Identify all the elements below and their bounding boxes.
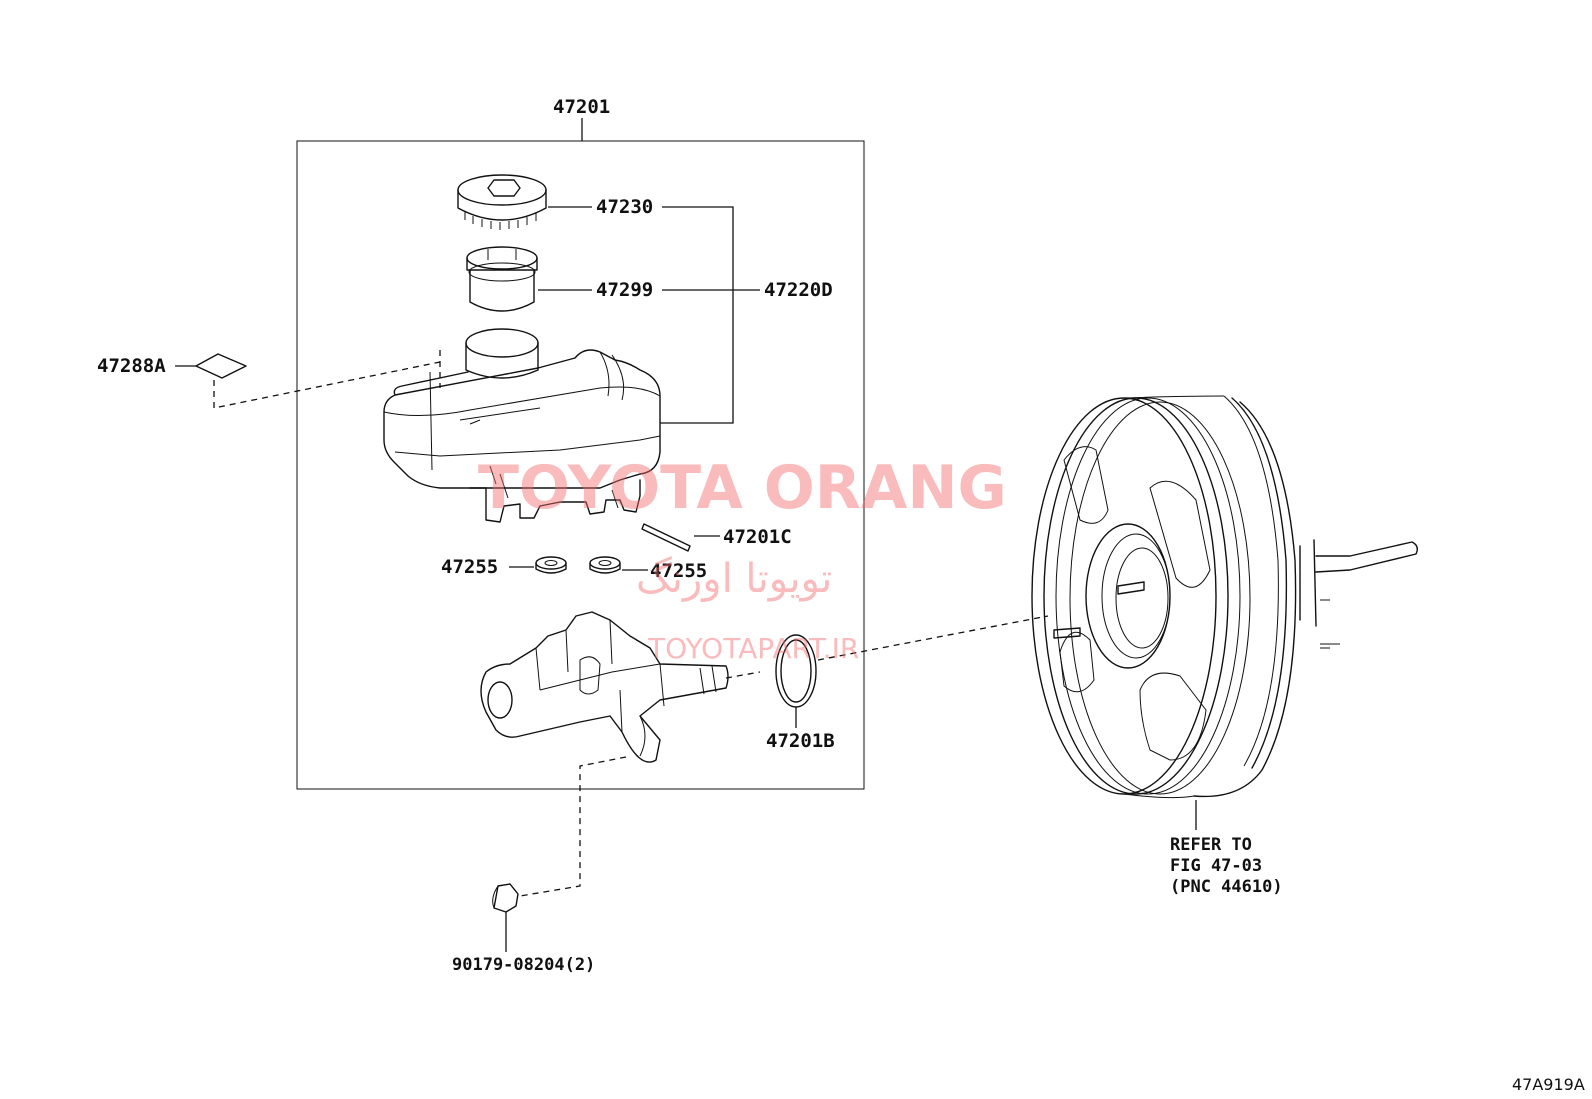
- grommet-left-icon: [535, 556, 567, 574]
- label-refer-3: (PNC 44610): [1170, 877, 1283, 897]
- label-refer-2: FIG 47-03: [1170, 856, 1262, 876]
- label-plate-icon: [195, 353, 247, 379]
- label-o-ring: 47201B: [766, 730, 835, 752]
- label-pin: 47201C: [723, 526, 792, 548]
- grommet-right-icon: [589, 556, 621, 574]
- dashed-label-plate: [213, 350, 441, 409]
- watermark-brand-latin: TOYOTA ORANG: [478, 453, 1007, 523]
- bracket-reservoir-set: [660, 206, 760, 424]
- watermark-site: TOYOTAPART.IR: [647, 632, 859, 665]
- strainer-icon: [466, 246, 538, 312]
- label-strainer: 47299: [596, 279, 653, 301]
- figure-code: 47A919A: [1512, 1075, 1585, 1094]
- label-cap: 47230: [596, 196, 653, 218]
- label-reservoir-set: 47220D: [764, 279, 833, 301]
- label-label-plate: 47288A: [97, 355, 166, 377]
- brake-booster-icon: [1031, 395, 1419, 799]
- master-cylinder-icon: [480, 611, 729, 763]
- reservoir-cap-icon: [457, 174, 547, 230]
- watermark-brand-persian: تویوتا اورنگ: [636, 556, 832, 602]
- pin-icon: [641, 523, 691, 552]
- label-grommet-right: 47255: [650, 560, 707, 582]
- label-grommet-left: 47255: [441, 556, 498, 578]
- dashed-plug: [519, 756, 627, 897]
- label-assembly: 47201: [553, 96, 610, 118]
- plug-icon: [492, 883, 519, 913]
- label-plug: 90179-08204(2): [452, 955, 595, 975]
- reservoir-tank-icon: [383, 328, 661, 523]
- dashed-cylinder-booster: [725, 615, 1049, 679]
- label-refer-1: REFER TO: [1170, 835, 1252, 855]
